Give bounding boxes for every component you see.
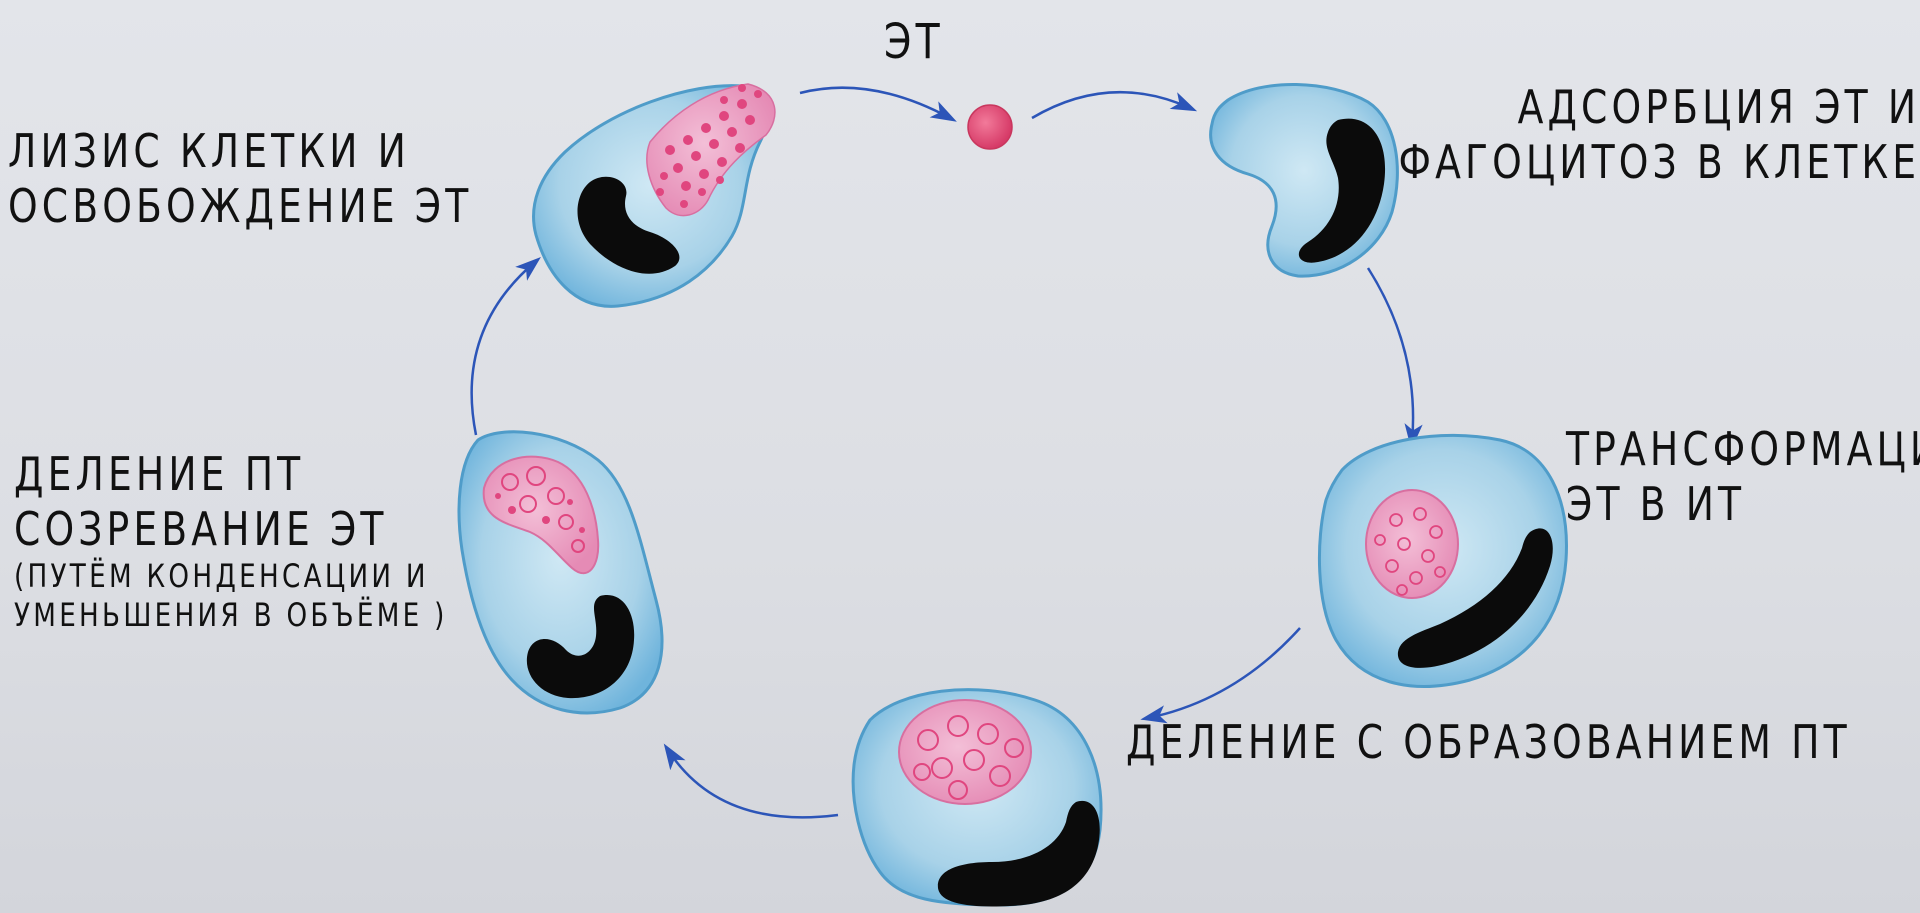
arrow-lysis-to-et xyxy=(800,88,950,118)
arrow-maturation-to-lysis xyxy=(472,262,535,435)
label-transformation: ТРАНСФОРМАЦИЯ ЭТ В ИТ xyxy=(1566,422,1920,532)
cell-division-icon xyxy=(853,690,1101,907)
arrow-transformation-to-division xyxy=(1148,628,1300,718)
cell-transformation-icon xyxy=(1319,435,1566,686)
label-maturation-line1: ДЕЛЕНИЕ ПТ xyxy=(14,447,448,502)
arrow-adsorption-to-transformation xyxy=(1368,268,1413,442)
label-maturation-line2: СОЗРЕВАНИЕ ЭТ xyxy=(14,502,448,557)
label-division-pt: ДЕЛЕНИЕ С ОБРАЗОВАНИЕМ ПТ xyxy=(1126,715,1851,770)
label-adsorption: АДСОРБЦИЯ ЭТ И ФАГОЦИТОЗ В КЛЕТКЕ xyxy=(1398,80,1920,190)
label-maturation-line3: (ПУТЁМ КОНДЕНСАЦИИ И xyxy=(14,557,448,595)
label-adsorption-line2: ФАГОЦИТОЗ В КЛЕТКЕ xyxy=(1398,135,1920,190)
label-transformation-line2: ЭТ В ИТ xyxy=(1566,477,1920,532)
label-lysis-line2: ОСВОБОЖДЕНИЕ ЭТ xyxy=(8,179,472,234)
elementary-body-icon xyxy=(968,105,1012,149)
label-adsorption-line1: АДСОРБЦИЯ ЭТ И xyxy=(1398,80,1920,135)
label-maturation: ДЕЛЕНИЕ ПТ СОЗРЕВАНИЕ ЭТ (ПУТЁМ КОНДЕНСА… xyxy=(14,447,448,634)
label-lysis: ЛИЗИС КЛЕТКИ И ОСВОБОЖДЕНИЕ ЭТ xyxy=(8,124,472,234)
label-lysis-line1: ЛИЗИС КЛЕТКИ И xyxy=(8,124,472,179)
label-transformation-line1: ТРАНСФОРМАЦИЯ xyxy=(1566,422,1920,477)
cell-maturation-icon xyxy=(459,432,662,713)
arrow-division-to-maturation xyxy=(668,750,838,817)
label-maturation-line4: УМЕНЬШЕНИЯ В ОБЪЁМЕ ) xyxy=(14,596,448,634)
label-et: ЭТ xyxy=(884,14,944,72)
arrow-et-to-adsorption xyxy=(1032,92,1190,118)
cell-lysis-icon xyxy=(534,84,775,306)
cell-adsorption-icon xyxy=(1211,84,1398,276)
